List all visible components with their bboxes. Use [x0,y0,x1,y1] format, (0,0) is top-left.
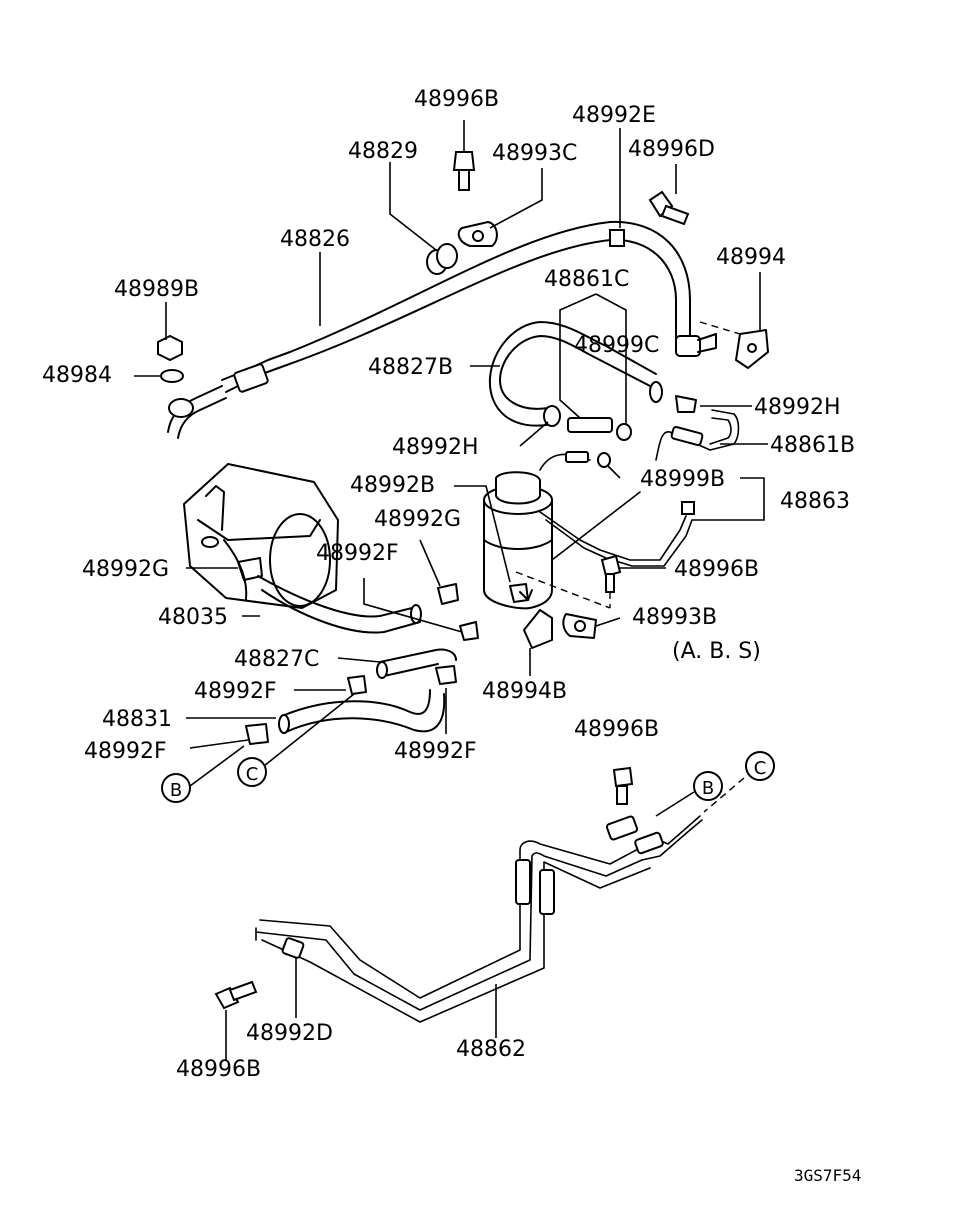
nut-48989B[interactable] [157,334,183,362]
marker-b-left: B [161,773,191,803]
oil-reservoir [483,471,553,610]
label-48992F-c: 48992F [84,739,167,764]
clamp-48993B[interactable] [562,613,597,639]
diagram-code: 3GS7F54 [794,1166,861,1185]
marker-c-left: C [237,757,267,787]
clip-48992G-left[interactable] [237,557,263,581]
clip-48992F-c[interactable] [245,723,269,745]
label-48994: 48994 [716,245,786,270]
label-48999C: 48999C [574,333,659,358]
label-48999B: 48999B [640,467,725,492]
label-48989B: 48989B [114,277,199,302]
label-48996B-low: 48996B [574,717,659,742]
hose-48035[interactable] [257,575,422,634]
svg-text:B: B [702,778,714,799]
label-48992D: 48992D [246,1021,333,1046]
label-48996D: 48996D [628,137,715,162]
hose-48831[interactable] [278,689,446,734]
svg-text:B: B [170,780,182,801]
pipe-48861B[interactable] [655,409,740,461]
bolt-48996B-bottom[interactable] [214,980,258,1010]
label-48863: 48863 [780,489,850,514]
pressure-hose-48826[interactable] [167,220,701,439]
bolt-48996D[interactable] [648,190,690,226]
clip-48992H-left[interactable] [543,405,561,427]
pipe-48863[interactable] [539,451,695,567]
clip-48992B[interactable] [509,583,529,603]
clip-48992G-top[interactable] [437,583,459,605]
pipe-48862[interactable] [255,815,703,1023]
label-48992B: 48992B [350,473,435,498]
bolt-48996B-top[interactable] [452,151,476,191]
label-48829: 48829 [348,139,418,164]
pump-unit [183,463,339,609]
label-abs-note: (A. B. S) [672,639,761,664]
label-48035: 48035 [158,605,228,630]
svg-text:C: C [754,758,767,779]
clip-48992F-a[interactable] [459,621,479,641]
label-48992G-left: 48992G [82,557,169,582]
bracket-48994B[interactable] [523,609,553,649]
label-48984: 48984 [42,363,112,388]
leader-lines [134,120,768,1060]
label-48993C: 48993C [492,141,577,166]
bracket-48994[interactable] [697,321,769,369]
ring-48829[interactable] [426,243,458,275]
label-48861B: 48861B [770,433,855,458]
hose-48827C[interactable] [376,648,457,679]
label-48862: 48862 [456,1037,526,1062]
label-48996B-top: 48996B [414,87,499,112]
label-48827C: 48827C [234,647,319,672]
bolt-48996B-mid[interactable] [600,554,622,593]
marker-b-right: B [693,771,723,801]
marker-c-right: C [745,751,775,781]
label-48992H-right: 48992H [754,395,841,420]
label-48831: 48831 [102,707,172,732]
bolt-48996B-low[interactable] [612,766,634,805]
reference-markers: B C B C [161,751,775,803]
clip-48992F-b[interactable] [347,675,367,695]
return-hose-48827B[interactable] [488,321,663,427]
label-48992F-a: 48992F [316,541,399,566]
label-48993B: 48993B [632,605,717,630]
clip-48992F-d[interactable] [435,665,457,685]
label-48996B-bottom: 48996B [176,1057,261,1082]
joint-48861C[interactable] [567,417,632,441]
label-48994B: 48994B [482,679,567,704]
label-48992F-d: 48992F [394,739,477,764]
label-48826: 48826 [280,227,350,252]
label-48861C: 48861C [544,267,629,292]
clip-48992H-right[interactable] [675,395,697,413]
clamp-48993C[interactable] [457,221,498,247]
clip-48992E[interactable] [609,229,625,247]
label-48992H-left: 48992H [392,435,479,460]
label-48992G-top: 48992G [374,507,461,532]
label-48827B: 48827B [368,355,453,380]
label-48992E: 48992E [572,103,656,128]
label-48996B-mid: 48996B [674,557,759,582]
part-labels: 48996B 48992E 48829 48993C 48996D 48826 … [42,87,855,1082]
label-48992F-b: 48992F [194,679,277,704]
washer-48984[interactable] [160,369,184,383]
svg-text:C: C [246,764,259,785]
